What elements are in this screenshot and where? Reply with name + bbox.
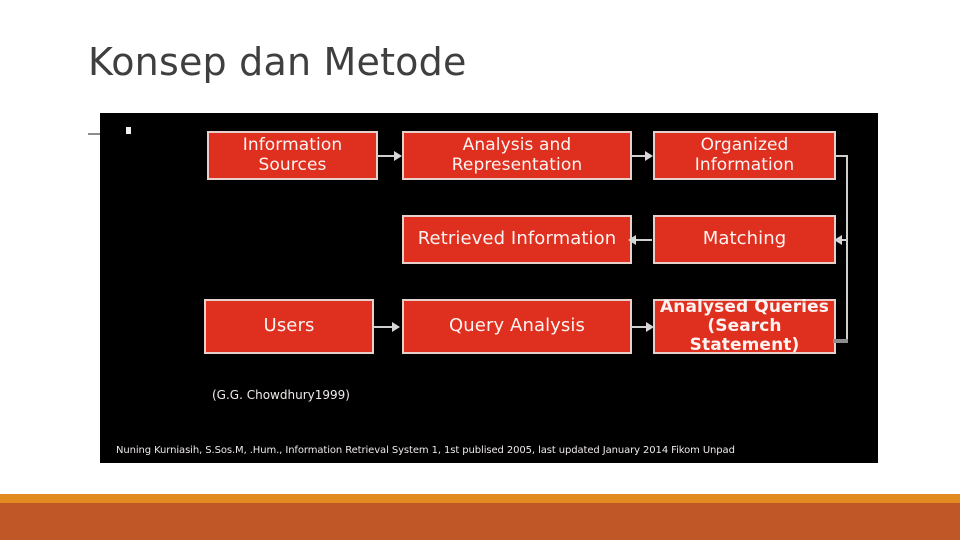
node-analysed-queries-label: Analysed Queries (Search Statement) (660, 296, 829, 356)
edge-query-analysis-to-analysed-queries (632, 326, 648, 328)
edge-information-sources-to-analysis (378, 155, 396, 157)
node-query-analysis[interactable]: Query Analysis (402, 299, 632, 354)
arrow-left-icon (834, 235, 842, 245)
node-matching[interactable]: Matching (653, 215, 836, 264)
edge-analysis-to-organized (632, 155, 646, 157)
node-retrieved-information-label: Retrieved Information (417, 228, 617, 250)
node-analysis-and-representation-label: Analysis and Representation (451, 135, 583, 175)
node-organized-information[interactable]: Organized Information (653, 131, 836, 180)
image-dot-artifact (126, 127, 131, 134)
edge-organized-right-stub (836, 155, 848, 157)
node-organized-information-label: Organized Information (694, 135, 795, 175)
edge-analysed-queries-to-bus (833, 339, 848, 343)
arrow-right-icon (394, 151, 402, 161)
edge-right-vertical-bus (846, 155, 848, 341)
node-retrieved-information[interactable]: Retrieved Information (402, 215, 632, 264)
edge-users-to-query-analysis (374, 326, 396, 328)
page-title: Konsep dan Metode (88, 40, 467, 84)
node-users-label: Users (263, 315, 315, 337)
edge-bus-to-matching (842, 239, 848, 241)
arrow-right-icon (646, 322, 654, 332)
node-analysed-queries[interactable]: Analysed Queries (Search Statement) (653, 296, 836, 356)
image-edge-artifact (88, 133, 104, 135)
node-users[interactable]: Users (204, 299, 374, 354)
node-query-analysis-label: Query Analysis (449, 315, 585, 337)
node-information-sources[interactable]: Information Sources (207, 131, 378, 180)
footer-accent-stripe (0, 494, 960, 503)
arrow-right-icon (645, 151, 653, 161)
arrow-right-icon (392, 322, 400, 332)
diagram-citation: (G.G. Chowdhury1999) (212, 388, 350, 402)
node-information-sources-label: Information Sources (242, 135, 343, 175)
edge-matching-to-retrieved (636, 239, 652, 241)
diagram-source-note: Nuning Kurniasih, S.Sos.M, .Hum., Inform… (116, 445, 735, 456)
footer-band (0, 503, 960, 540)
node-matching-label: Matching (702, 228, 787, 250)
diagram-image: Information Sources Analysis and Represe… (100, 113, 878, 463)
node-analysis-and-representation[interactable]: Analysis and Representation (402, 131, 632, 180)
arrow-left-icon (628, 235, 636, 245)
